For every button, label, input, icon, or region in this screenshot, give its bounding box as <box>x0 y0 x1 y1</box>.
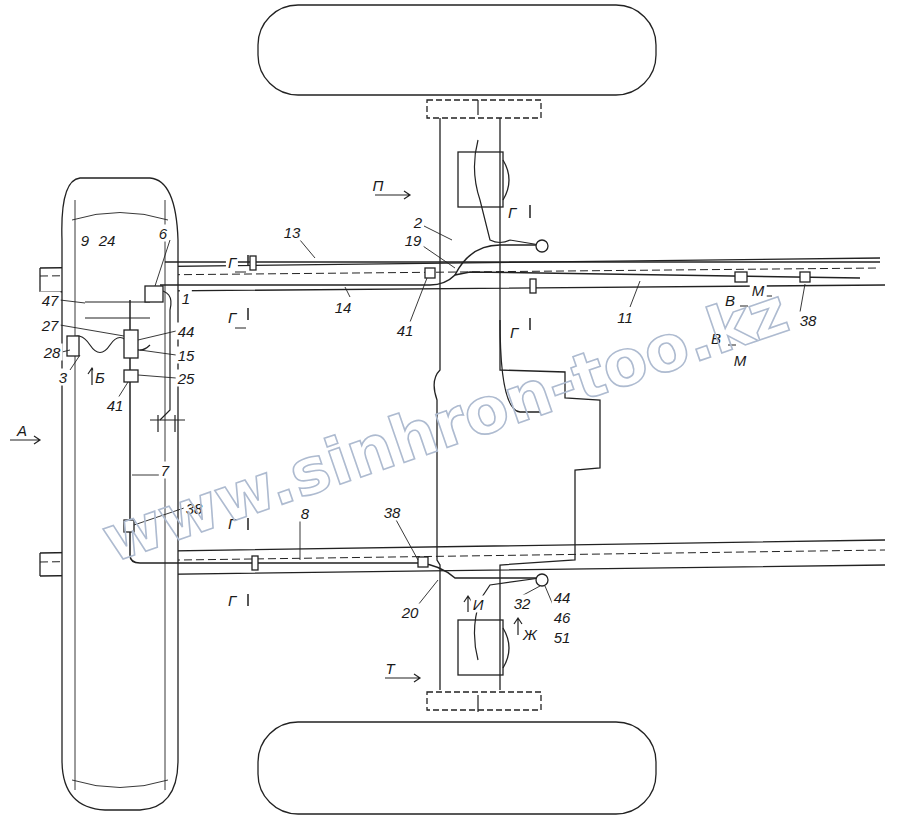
callout-number: А <box>15 422 29 439</box>
callout-number: 19 <box>403 232 424 249</box>
callout-number: 38 <box>798 312 819 329</box>
callout-number: 2 <box>412 214 424 231</box>
callout-number: Т <box>383 660 396 677</box>
callout-number: Г <box>506 204 518 221</box>
callout-number: 9 <box>79 232 91 249</box>
callout-number: 46 <box>552 609 573 626</box>
callout-number: 44 <box>552 589 573 606</box>
callout-number: 38 <box>382 504 403 521</box>
callout-number: 7 <box>159 462 171 479</box>
callout-number: Г <box>226 592 238 609</box>
callout-number: 3 <box>57 369 69 386</box>
callout-number: 32 <box>512 595 533 612</box>
callout-number: 51 <box>552 629 573 646</box>
callout-number: 11 <box>615 309 635 326</box>
callout-number: 41 <box>105 397 126 414</box>
callout-number: Ж <box>521 626 539 643</box>
callout-number: 14 <box>333 299 354 316</box>
callout-number: 15 <box>176 347 197 364</box>
callout-number: Г <box>226 254 238 271</box>
callout-number: 1 <box>180 290 192 307</box>
callout-number: П <box>371 177 386 194</box>
callout-number: 20 <box>400 604 421 621</box>
watermark: www.sinhron-too.kz <box>95 278 796 573</box>
callout-number: 44 <box>176 323 197 340</box>
callout-number: Г <box>508 324 520 341</box>
callout-number: 47 <box>40 292 61 309</box>
callout-number: Б <box>93 369 107 386</box>
callout-number: 6 <box>157 225 169 242</box>
callout-number: 13 <box>282 224 303 241</box>
callout-number: 27 <box>40 317 61 334</box>
callout-number: 28 <box>42 344 63 361</box>
callout-number: И <box>471 596 486 613</box>
callout-number: Г <box>226 309 238 326</box>
callout-number: 24 <box>97 232 118 249</box>
callout-number: 41 <box>395 322 416 339</box>
callout-number: 25 <box>176 370 197 387</box>
